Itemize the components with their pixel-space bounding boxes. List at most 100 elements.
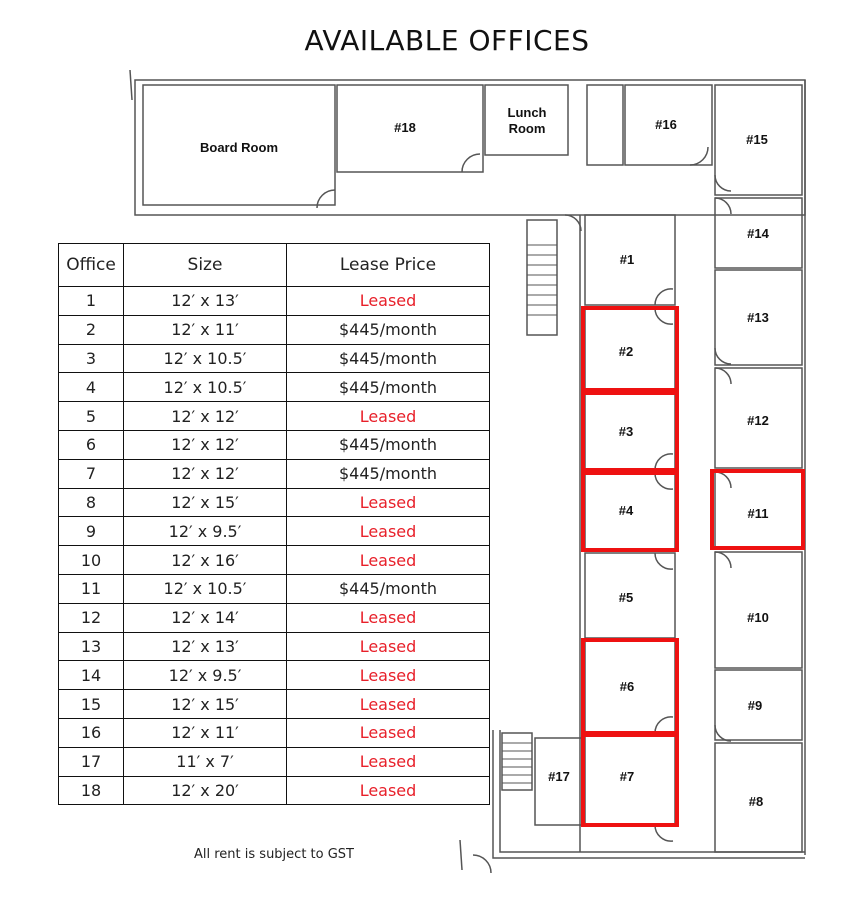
cell-office: 11: [58, 573, 124, 604]
cell-price: Leased: [286, 746, 490, 777]
cell-price: $445/month: [286, 458, 490, 489]
table-header-row: Office Size Lease Price: [58, 243, 490, 287]
room-labels: Board Room #18 Lunch Room #16 #15 #14 #1…: [200, 105, 770, 809]
cell-office: 13: [58, 631, 124, 662]
cell-price: Leased: [286, 660, 490, 691]
cell-price: Leased: [286, 631, 490, 662]
cell-size: 11′ x 7′: [123, 746, 287, 777]
room-9: #9: [748, 698, 762, 713]
cell-price: $445/month: [286, 314, 490, 345]
header-office: Office: [58, 243, 124, 287]
cell-size: 12′ x 10.5′: [123, 573, 287, 604]
room-4: #4: [619, 503, 634, 518]
header-size: Size: [123, 243, 287, 287]
cell-price: Leased: [286, 401, 490, 431]
room-15: #15: [746, 132, 768, 147]
room-8: #8: [749, 794, 763, 809]
cell-price: Leased: [286, 516, 490, 547]
cell-size: 12′ x 13′: [123, 631, 287, 662]
cell-price: Leased: [286, 775, 490, 806]
cell-office: 2: [58, 314, 124, 345]
room-5: #5: [619, 590, 633, 605]
room-1: #1: [620, 252, 634, 267]
room-2: #2: [619, 344, 633, 359]
cell-office: 1: [58, 286, 124, 316]
cell-office: 10: [58, 545, 124, 575]
cell-office: 3: [58, 343, 124, 374]
cell-office: 8: [58, 487, 124, 518]
cell-size: 12′ x 20′: [123, 775, 287, 806]
room-16: #16: [655, 117, 677, 132]
available-highlights: [581, 306, 805, 827]
cell-price: $445/month: [286, 573, 490, 604]
room-11: #11: [748, 506, 769, 521]
room-lunch-line1: Lunch: [508, 105, 547, 120]
cell-size: 12′ x 13′: [123, 286, 287, 316]
cell-size: 12′ x 14′: [123, 602, 287, 633]
highlight-office-2: [581, 306, 679, 392]
cell-price: Leased: [286, 689, 490, 719]
room-17: #17: [548, 769, 570, 784]
cell-office: 5: [58, 401, 124, 431]
cell-price: $445/month: [286, 372, 490, 403]
highlight-office-4: [581, 471, 679, 552]
room-board-room: Board Room: [200, 140, 278, 155]
room-3: #3: [619, 424, 633, 439]
cell-office: 6: [58, 429, 124, 460]
cell-price: Leased: [286, 487, 490, 518]
cell-size: 12′ x 16′: [123, 545, 287, 575]
room-14: #14: [747, 226, 769, 241]
room-18: #18: [394, 120, 416, 135]
cell-size: 12′ x 12′: [123, 458, 287, 489]
cell-size: 12′ x 15′: [123, 487, 287, 518]
gst-note: All rent is subject to GST: [194, 847, 354, 862]
cell-office: 9: [58, 516, 124, 547]
cell-price: Leased: [286, 545, 490, 575]
room-7: #7: [620, 769, 634, 784]
highlight-office-11: [710, 469, 805, 550]
cell-price: $445/month: [286, 343, 490, 374]
room-6: #6: [620, 679, 634, 694]
page-title: AVAILABLE OFFICES: [304, 24, 590, 57]
cell-office: 14: [58, 660, 124, 691]
cell-price: Leased: [286, 602, 490, 633]
highlight-office-3: [581, 391, 679, 472]
room-10: #10: [747, 610, 769, 625]
cell-size: 12′ x 15′: [123, 689, 287, 719]
cell-office: 4: [58, 372, 124, 403]
cell-price: Leased: [286, 286, 490, 316]
cell-size: 12′ x 11′: [123, 717, 287, 748]
room-12: #12: [747, 413, 769, 428]
cell-price: $445/month: [286, 429, 490, 460]
stair-treads: [502, 244, 557, 784]
cell-size: 12′ x 12′: [123, 401, 287, 431]
highlight-office-7: [581, 733, 679, 827]
cell-office: 15: [58, 689, 124, 719]
cell-size: 12′ x 10.5′: [123, 343, 287, 374]
room-lunch-line2: Room: [509, 121, 546, 136]
cell-office: 17: [58, 746, 124, 777]
cell-office: 16: [58, 717, 124, 748]
cell-size: 12′ x 11′: [123, 314, 287, 345]
room-13: #13: [747, 310, 769, 325]
cell-size: 12′ x 12′: [123, 429, 287, 460]
header-lease-price: Lease Price: [286, 243, 490, 287]
cell-office: 7: [58, 458, 124, 489]
